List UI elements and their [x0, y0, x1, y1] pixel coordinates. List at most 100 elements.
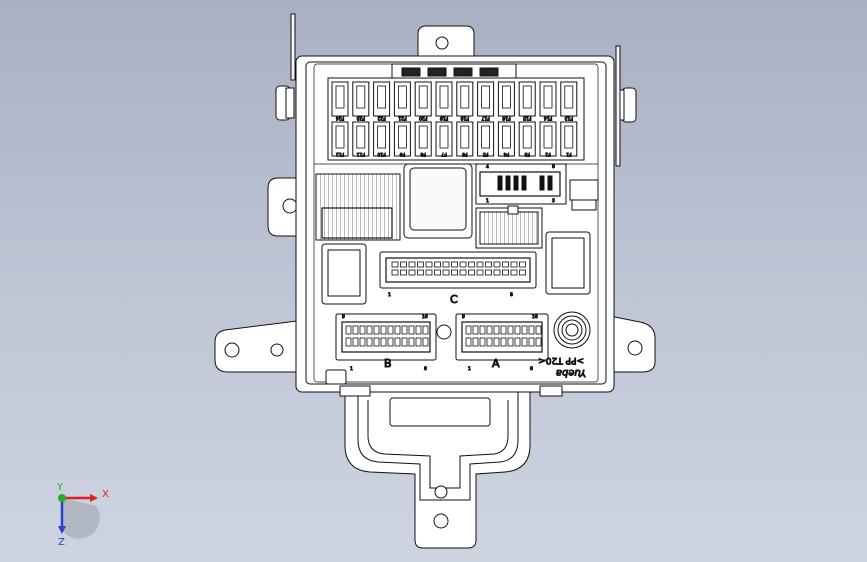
connector-pin: [352, 337, 359, 347]
fuse-label: F17: [481, 115, 489, 121]
connector-pin: [521, 337, 528, 347]
relay-pin-label: 4: [486, 164, 489, 170]
fuse-label: F9: [400, 151, 406, 157]
fuse-slot: F19: [435, 81, 453, 122]
connector-pin: [485, 261, 492, 268]
relay-connector: 4 6 1 3: [475, 163, 567, 205]
connector-pin: [519, 261, 526, 268]
fuse-slot: F5: [477, 121, 495, 158]
connector-pin: [500, 325, 507, 335]
fuse-slot: F10: [373, 121, 391, 158]
connector-pin: [400, 269, 407, 276]
connector-pin: [380, 325, 387, 335]
fuse-slot: F9: [393, 121, 411, 158]
connector-pin: [519, 269, 526, 276]
fuse-label: F4: [504, 151, 510, 157]
fuse-slot: F1: [560, 121, 578, 158]
relay-pin-label: 3: [552, 198, 555, 204]
connector-pin: [373, 325, 380, 335]
fuse-label: F3: [524, 151, 530, 157]
connector-pin: [451, 261, 458, 268]
connector-pin: [472, 337, 479, 347]
connector-pin: [528, 337, 535, 347]
connector-pin: [493, 337, 500, 347]
fuse-label: F23: [357, 115, 365, 121]
housing-inner: [305, 61, 607, 385]
connector-pin: [521, 325, 528, 335]
fuse-label: F5: [483, 151, 489, 157]
connector-b-pin-label: 8: [424, 366, 427, 372]
brand-marking: Yueba: [556, 367, 586, 378]
connector-a-label: A: [492, 357, 500, 370]
connector-pin: [366, 337, 373, 347]
y-axis-dot: [58, 494, 66, 502]
connector-pin: [373, 337, 380, 347]
connector-pin: [345, 325, 352, 335]
connector-pin: [401, 337, 408, 347]
fuse-slot: F12: [331, 121, 349, 158]
fuse-slot: F11: [352, 121, 370, 158]
connector-pin: [502, 261, 509, 268]
connector-a-pin-label: 9: [462, 314, 465, 320]
connector-pin: [479, 325, 486, 335]
slotted-module: [475, 205, 543, 249]
connector-pin: [514, 337, 521, 347]
fuse-label: F22: [377, 115, 385, 121]
fuse-slot: F7: [435, 121, 453, 158]
relay-square: [403, 163, 473, 239]
fuse-label: F20: [419, 115, 427, 121]
connector-pin: [535, 337, 542, 347]
connector-pin: [359, 337, 366, 347]
connector-pin: [387, 325, 394, 335]
connector-b-pin-label: 9: [342, 314, 345, 320]
fuse-slot: F18: [456, 81, 474, 122]
connector-pin: [535, 325, 542, 335]
connector-pin: [465, 337, 472, 347]
connector-b: 9 16 1 8 B: [335, 313, 437, 373]
x-axis-label: X: [102, 489, 109, 500]
connector-pin: [479, 337, 486, 347]
connector-b-pin-label: 1: [350, 366, 353, 372]
fuse-label: F16: [502, 115, 510, 121]
connector-pin: [408, 325, 415, 335]
fuse-label: F18: [461, 115, 469, 121]
fuse-label: F11: [357, 151, 365, 157]
connector-pin: [425, 261, 433, 268]
connector-c: 1 8 C: [379, 251, 537, 307]
fuse-label: F1: [566, 151, 572, 157]
fuse-label: F19: [440, 115, 448, 121]
connector-pin: [486, 337, 493, 347]
connector-pin: [486, 325, 493, 335]
connector-pin: [510, 269, 518, 276]
connector-pin: [387, 337, 394, 347]
connector-pin: [408, 269, 416, 276]
connector-pin: [415, 325, 422, 335]
fuse-label: F7: [441, 151, 447, 157]
fuse-cover-top: [391, 63, 517, 81]
connector-a-pin-label: 1: [468, 366, 471, 372]
fuse-slot: F8: [414, 121, 432, 158]
fuse-slot: F15: [518, 81, 536, 122]
fuse-slot: F4: [497, 121, 515, 158]
connector-c-pin-label: 1: [388, 292, 391, 298]
connector-pin: [434, 261, 441, 268]
material-marking: >PP T20<: [538, 355, 584, 365]
connector-pin: [476, 269, 484, 276]
connector-pin: [408, 261, 416, 268]
fuse-label: F14: [544, 115, 552, 121]
vent-grille: [315, 173, 401, 241]
fuse-label: F13: [565, 115, 573, 121]
lower-bracket: [344, 391, 531, 549]
mount-hole: [433, 513, 449, 529]
fuse-label: F21: [398, 115, 406, 121]
connector-pin: [366, 325, 373, 335]
connector-pin: [380, 337, 387, 347]
connector-pin: [394, 337, 401, 347]
connector-c-label: C: [450, 293, 458, 306]
connector-pin: [400, 261, 407, 268]
connector-pin: [422, 337, 429, 347]
